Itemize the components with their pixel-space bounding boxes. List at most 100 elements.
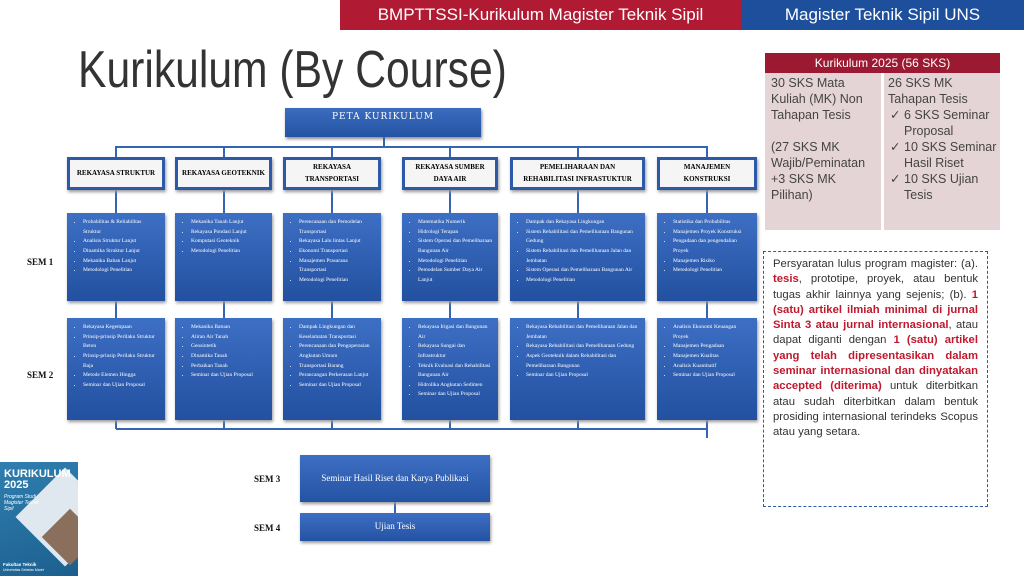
category-label: MANAJEMEN KONSTRUKSI [683,162,731,183]
connector [576,420,579,429]
course-item: Ekonomi Transportasi [299,247,376,257]
course-item: Analisis Kuantitatif [673,362,752,372]
graduation-requirements: Persyaratan lulus program magister: (a).… [763,251,988,507]
connector [576,300,579,318]
course-item: Dinamika Tanah [191,352,267,362]
course-item: Dampak dan Rekayasa Lingkungan [526,218,640,228]
thesis-stage-item: ✓6 SKS Seminar Proposal [890,108,990,138]
course-item: Seminar dan Ujian Proposal [299,381,376,391]
connector [222,420,225,429]
course-item: Dinamika Struktur Lanjut [83,247,160,257]
connector [383,137,385,147]
category-label: REKAYASA SUMBER DAYA AIR [415,162,485,183]
connector [449,190,451,213]
course-item: Teknik Evaluasi dan Rehabilitasi Banguna… [418,362,493,381]
connector [331,300,333,318]
connector [222,190,225,213]
connector [394,502,396,513]
course-item: Prinsip-prinsip Perilaku Struktur Baja [83,352,160,371]
connector [331,190,333,213]
category-label: REKAYASA TRANSPORTASI [304,162,360,183]
category-3: REKAYASA TRANSPORTASI [283,157,381,190]
course-item: Probabilitas & Reliabilitas Struktur [83,218,160,237]
peta-kurikulum-box: PETA KURIKULUM [285,108,481,137]
connector [222,146,225,157]
sem3-label: SEM 3 [254,474,281,484]
curriculum-map: PETA KURIKULUM REKAYASA STRUKTUR Probabil… [0,0,760,576]
category-2: REKAYASA GEOTEKNIK [175,157,272,190]
course-item: Mekanika Tanah Lanjut [191,218,267,228]
course-item: Perancangan Perkerasan Lanjut [299,371,376,381]
req-text: Persyaratan lulus program magister: (a). [773,258,978,270]
course-item: Aspek Geoteknik dalam Rehabilitasi dan P… [526,352,640,371]
check-icon: ✓ [890,172,901,186]
course-item: Metodologi Penelitian [526,276,640,286]
course-item: Metode Elemen Hingga [83,371,160,381]
req-text: , atau dapat diganti dengan [773,319,979,347]
course-item: Rekayasa Sungai dan Infrastruktur [418,342,493,361]
course-item: Pengadaan dan pengendalian Proyek [673,237,752,256]
course-item: Perencanaan dan Pengoperasian Angkutan U… [299,342,376,361]
sem1-course-box: Matematika NumerikHidrologi TerapanSiste… [402,213,498,301]
course-item: Dampak Lingkungan dan Keselamatan Transp… [299,323,376,342]
course-item: Metodologi Penelitian [83,266,160,276]
course-item: Perencanaan dan Pemodelan Transportasi [299,218,376,237]
sem2-course-box: Analisis Ekonomi Keuangan ProyekManajeme… [657,318,757,420]
course-item: Rekayasa Rehabilitasi dan Pemeliharaan J… [526,323,640,342]
sem1-course-box: Mekanika Tanah LanjutRekayasa Pondasi La… [175,213,272,301]
sem2-course-box: Rekayasa KegempaanPrinsip-prinsip Perila… [67,318,165,420]
non-thesis-breakdown: (27 SKS MK Wajib/Peminatan +3 SKS MK Pil… [771,140,866,202]
connector [222,300,225,318]
course-item: Seminar dan Ujian Proposal [83,381,160,391]
sem4-box: Ujian Tesis [300,513,490,541]
connector [449,420,451,429]
column-divider [881,73,884,230]
req-highlight: 1 (satu) artikel ilmiah minimal di jurna… [773,288,978,332]
sks-table: Kurikulum 2025 (56 SKS) 30 SKS Mata Kuli… [765,53,1000,230]
connector [115,190,117,213]
course-item: Aliran Air Tanah [191,333,267,343]
connector [706,300,708,318]
course-item: Metodologi Penelitian [191,247,267,257]
course-item: Geosintetik [191,342,267,352]
connector [706,190,708,213]
category-label: REKAYASA STRUKTUR [76,168,156,177]
course-item: Hidrolika Angkutan Sedimen [418,381,493,391]
thesis-stage-item: ✓10 SKS Ujian Tesis [890,172,979,202]
course-item: Hidrologi Terapan [418,228,493,238]
connector [116,428,706,430]
category-6: MANAJEMEN KONSTRUKSI [657,157,757,190]
category-label: PEMELIHARAAN DAN REHABILITASI INFRASTUKT… [523,162,632,183]
connector [115,420,117,429]
course-item: Mekanika Bahan Lanjut [83,257,160,267]
course-item: Manajemen Proyek Konstruksi [673,228,752,238]
non-thesis-sks: 30 SKS Mata Kuliah (MK) Non Tahapan Tesi… [771,76,863,122]
course-item: Komputasi Geoteknik [191,237,267,247]
sem2-course-box: Rekayasa Rehabilitasi dan Pemeliharaan J… [510,318,645,420]
course-item: Sistem Rehabilitasi dan Pemeliharaan Jal… [526,247,640,266]
course-item: Transportasi Barang [299,362,376,372]
connector [576,146,579,157]
course-item: Manajemen Prasarana Transportasi [299,257,376,276]
course-item: Analisis Ekonomi Keuangan Proyek [673,323,752,342]
connector [706,428,708,438]
course-item: Rekayasa Rehabilitasi dan Pemeliharaan G… [526,342,640,352]
sem4-label: SEM 4 [254,523,281,533]
course-item: Rekayasa Pondasi Lanjut [191,228,267,238]
sem2-label: SEM 2 [27,370,54,380]
category-1: REKAYASA STRUKTUR [67,157,165,190]
course-item: Metodologi Penelitian [299,276,376,286]
connector [576,190,579,213]
course-item: Seminar dan Ujian Proposal [526,371,640,381]
course-item: Analisis Struktur Lanjut [83,237,160,247]
course-item: Mekanika Batuan [191,323,267,333]
connector [706,420,708,429]
cover-subtitle: Program Studi Magister Teknik Sipil [4,494,39,512]
sem2-course-box: Dampak Lingkungan dan Keselamatan Transp… [283,318,381,420]
course-item: Matematika Numerik [418,218,493,228]
course-item: Prinsip-prinsip Perilaku Struktur Beton [83,333,160,352]
course-item: Seminar dan Ujian Proposal [673,371,752,381]
course-item: Manajemen Risiko [673,257,752,267]
